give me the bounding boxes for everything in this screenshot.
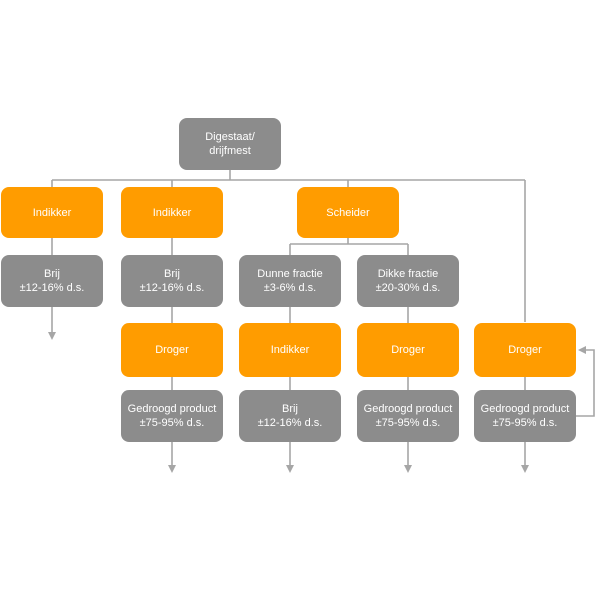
arrowhead-col3	[286, 465, 294, 473]
col4-product2-node: Gedroogd product ±75-95% d.s.	[357, 390, 459, 442]
arrowhead-col5	[521, 465, 529, 473]
col4-process-node: Droger	[357, 323, 459, 377]
separator-node: Scheider	[297, 187, 399, 238]
col2-product-node: Brij ±12-16% d.s.	[121, 255, 223, 307]
connector-col5-feedback	[576, 349, 595, 417]
col3-product-node: Dunne fractie ±3-6% d.s.	[239, 255, 341, 307]
col5-product-node: Gedroogd product ±75-95% d.s.	[474, 390, 576, 442]
root-node: Digestaat/ drijfmest	[179, 118, 281, 170]
col2-process2-node: Droger	[121, 323, 223, 377]
col3-process-node: Indikker	[239, 323, 341, 377]
arrowhead-col5-feedback	[578, 346, 586, 354]
arrowhead-col4	[404, 465, 412, 473]
col4-product-node: Dikke fractie ±20-30% d.s.	[357, 255, 459, 307]
col2-product2-node: Gedroogd product ±75-95% d.s.	[121, 390, 223, 442]
col2-process-node: Indikker	[121, 187, 223, 238]
arrowhead-col2	[168, 465, 176, 473]
col5-process-node: Droger	[474, 323, 576, 377]
col1-process-node: Indikker	[1, 187, 103, 238]
col1-product-node: Brij ±12-16% d.s.	[1, 255, 103, 307]
arrowhead-col1	[48, 332, 56, 340]
col3-product2-node: Brij ±12-16% d.s.	[239, 390, 341, 442]
